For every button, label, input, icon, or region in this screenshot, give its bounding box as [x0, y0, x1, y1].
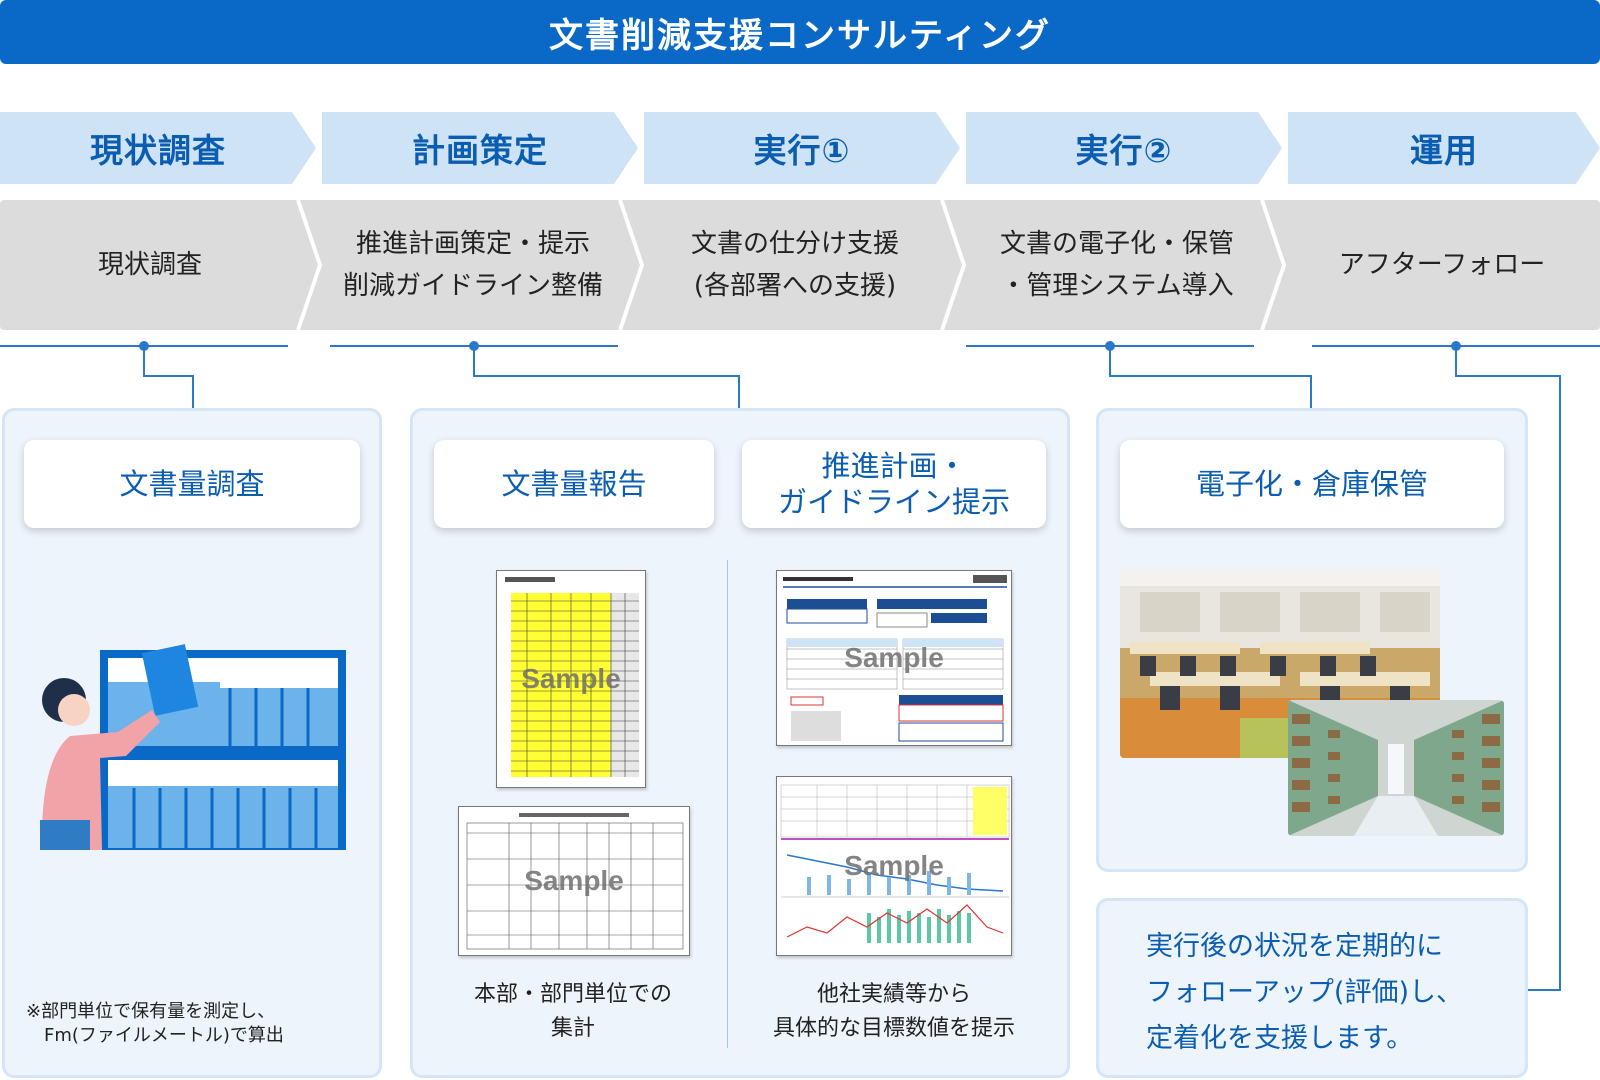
step-separator	[296, 200, 323, 330]
phase-operation: 運用	[1288, 112, 1600, 184]
warehouse-photo	[1288, 700, 1504, 836]
follow-up-text: 実行後の状況を定期的に フォローアップ(評価)し、 定着化を支援します。	[1146, 931, 1463, 1054]
plan-caption: 他社実績等から 具体的な目標数値を提示	[772, 982, 1015, 1041]
step-digitization: 文書の電子化・保管 ・管理システム導入	[999, 229, 1234, 301]
sample-watermark: Sample	[844, 642, 944, 673]
step-after-follow: アフターフォロー	[1338, 250, 1546, 280]
survey-note: ※部門単位で保有量を測定し、 Fm(ファイルメートル)で算出	[26, 1001, 284, 1046]
report-caption: 本部・部門単位での 集計	[473, 982, 672, 1041]
step-band	[0, 200, 1600, 330]
step-separator	[1260, 200, 1287, 330]
office-photo	[1120, 568, 1440, 758]
report-sample-table: Sample	[458, 806, 690, 956]
step-planning: 推進計画策定・提示 削減ガイドライン整備	[342, 229, 603, 301]
phase-planning: 計画策定	[322, 112, 638, 184]
phase-execution-2: 実行②	[966, 112, 1282, 184]
sample-watermark: Sample	[521, 663, 621, 694]
step-separator	[618, 200, 645, 330]
report-heading: 文書量報告	[434, 440, 714, 528]
sample-watermark: Sample	[524, 865, 624, 896]
storage-heading: 電子化・倉庫保管	[1120, 440, 1504, 528]
survey-heading: 文書量調査	[24, 440, 360, 528]
phase-survey: 現状調査	[0, 112, 316, 184]
plan-heading: 推進計画・ ガイドライン提示	[742, 440, 1046, 528]
sample-watermark: Sample	[844, 850, 944, 881]
step-separator	[940, 200, 967, 330]
report-sample-spreadsheet: Sample	[496, 570, 646, 788]
plan-sample-doc: Sample	[776, 570, 1012, 746]
page-title: 文書削減支援コンサルティング	[0, 0, 1600, 64]
plan-sample-charts: Sample	[776, 776, 1012, 956]
connector-lines	[0, 341, 1600, 991]
phase-execution-1: 実行①	[644, 112, 960, 184]
step-survey: 現状調査	[97, 250, 202, 280]
panel-divider	[727, 560, 728, 1048]
step-sorting: 文書の仕分け支援 (各部署への支援)	[690, 229, 899, 301]
shelf-illustration-icon	[40, 644, 346, 850]
panel-follow-up	[1096, 898, 1528, 1078]
